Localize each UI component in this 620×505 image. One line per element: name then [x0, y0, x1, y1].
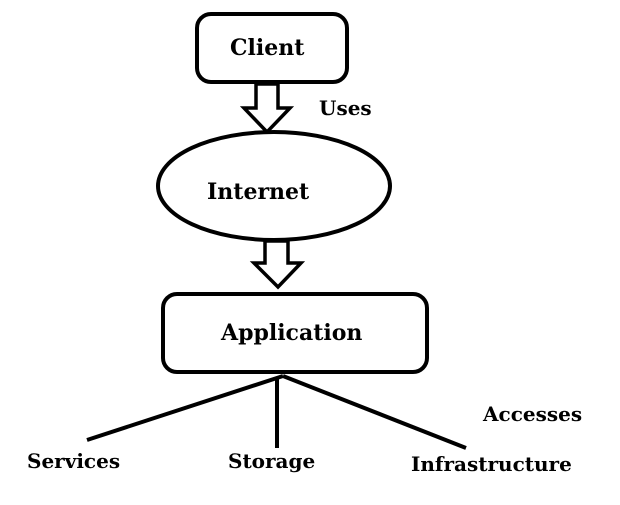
client-label: Client — [230, 35, 305, 61]
services-branch-line — [86, 374, 284, 442]
application-label: Application — [221, 320, 363, 346]
storage-label: Storage — [228, 449, 316, 473]
application-box — [161, 292, 429, 374]
services-label: Services — [27, 449, 121, 473]
client-box — [195, 12, 349, 84]
accesses-label: Accesses — [483, 402, 583, 426]
internet-to-application-arrow — [249, 239, 306, 290]
uses-arrow — [239, 82, 295, 135]
infrastructure-branch-line — [282, 374, 467, 450]
internet-label: Internet — [207, 179, 310, 205]
infrastructure-label: Infrastructure — [411, 452, 572, 476]
uses-label: Uses — [319, 96, 372, 120]
